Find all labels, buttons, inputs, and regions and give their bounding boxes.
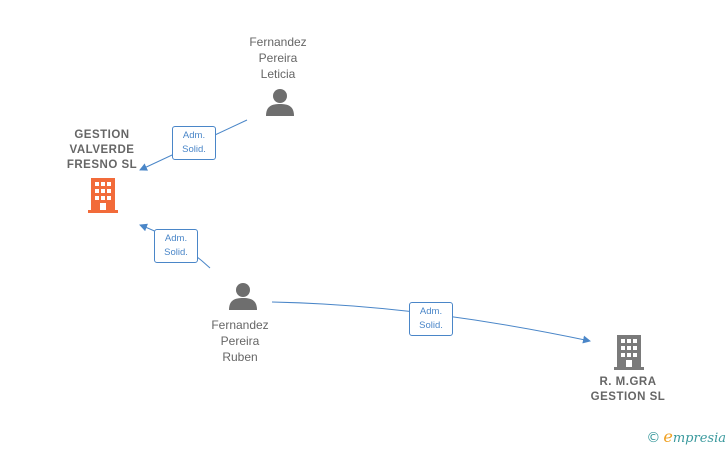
person-icon[interactable]: [266, 89, 294, 116]
badge-line: Adm.: [164, 233, 188, 244]
empresia-watermark: ©empresia: [646, 427, 726, 446]
person-label-leticia[interactable]: Fernandez Pereira Leticia: [228, 34, 328, 82]
brand-name: mpresia: [672, 431, 726, 446]
badge-line: Adm.: [419, 306, 443, 317]
relation-badge-ruben-gestion[interactable]: Adm. Solid.: [154, 229, 198, 263]
badge-line: Solid.: [164, 247, 188, 258]
relation-badge-leticia-gestion[interactable]: Adm. Solid.: [172, 126, 216, 160]
badge-line: Solid.: [419, 320, 443, 331]
copyright-symbol: ©: [646, 430, 661, 446]
label-line: Leticia: [260, 67, 296, 81]
company-label-gestion-valverde[interactable]: GESTION VALVERDE FRESNO SL: [50, 128, 154, 173]
building-icon[interactable]: [614, 335, 644, 370]
label-line: Ruben: [222, 350, 258, 364]
building-icon[interactable]: [88, 178, 118, 213]
label-line: Fernandez: [249, 35, 307, 49]
company-label-rmgra[interactable]: R. M.GRA GESTION SL: [578, 375, 678, 405]
person-label-ruben[interactable]: Fernandez Pereira Ruben: [190, 317, 290, 365]
label-line: FRESNO SL: [66, 159, 138, 171]
label-line: VALVERDE: [69, 144, 135, 156]
badge-line: Adm.: [182, 130, 206, 141]
label-line: GESTION SL: [590, 391, 666, 403]
label-line: Fernandez: [211, 318, 269, 332]
badge-line: Solid.: [182, 144, 206, 155]
relation-badge-ruben-rmgra[interactable]: Adm. Solid.: [409, 302, 453, 336]
label-line: GESTION: [74, 129, 130, 141]
label-line: Pereira: [220, 334, 260, 348]
brand-initial: e: [663, 427, 673, 446]
label-line: R. M.GRA: [599, 376, 657, 388]
person-icon[interactable]: [229, 283, 257, 310]
label-line: Pereira: [258, 51, 298, 65]
